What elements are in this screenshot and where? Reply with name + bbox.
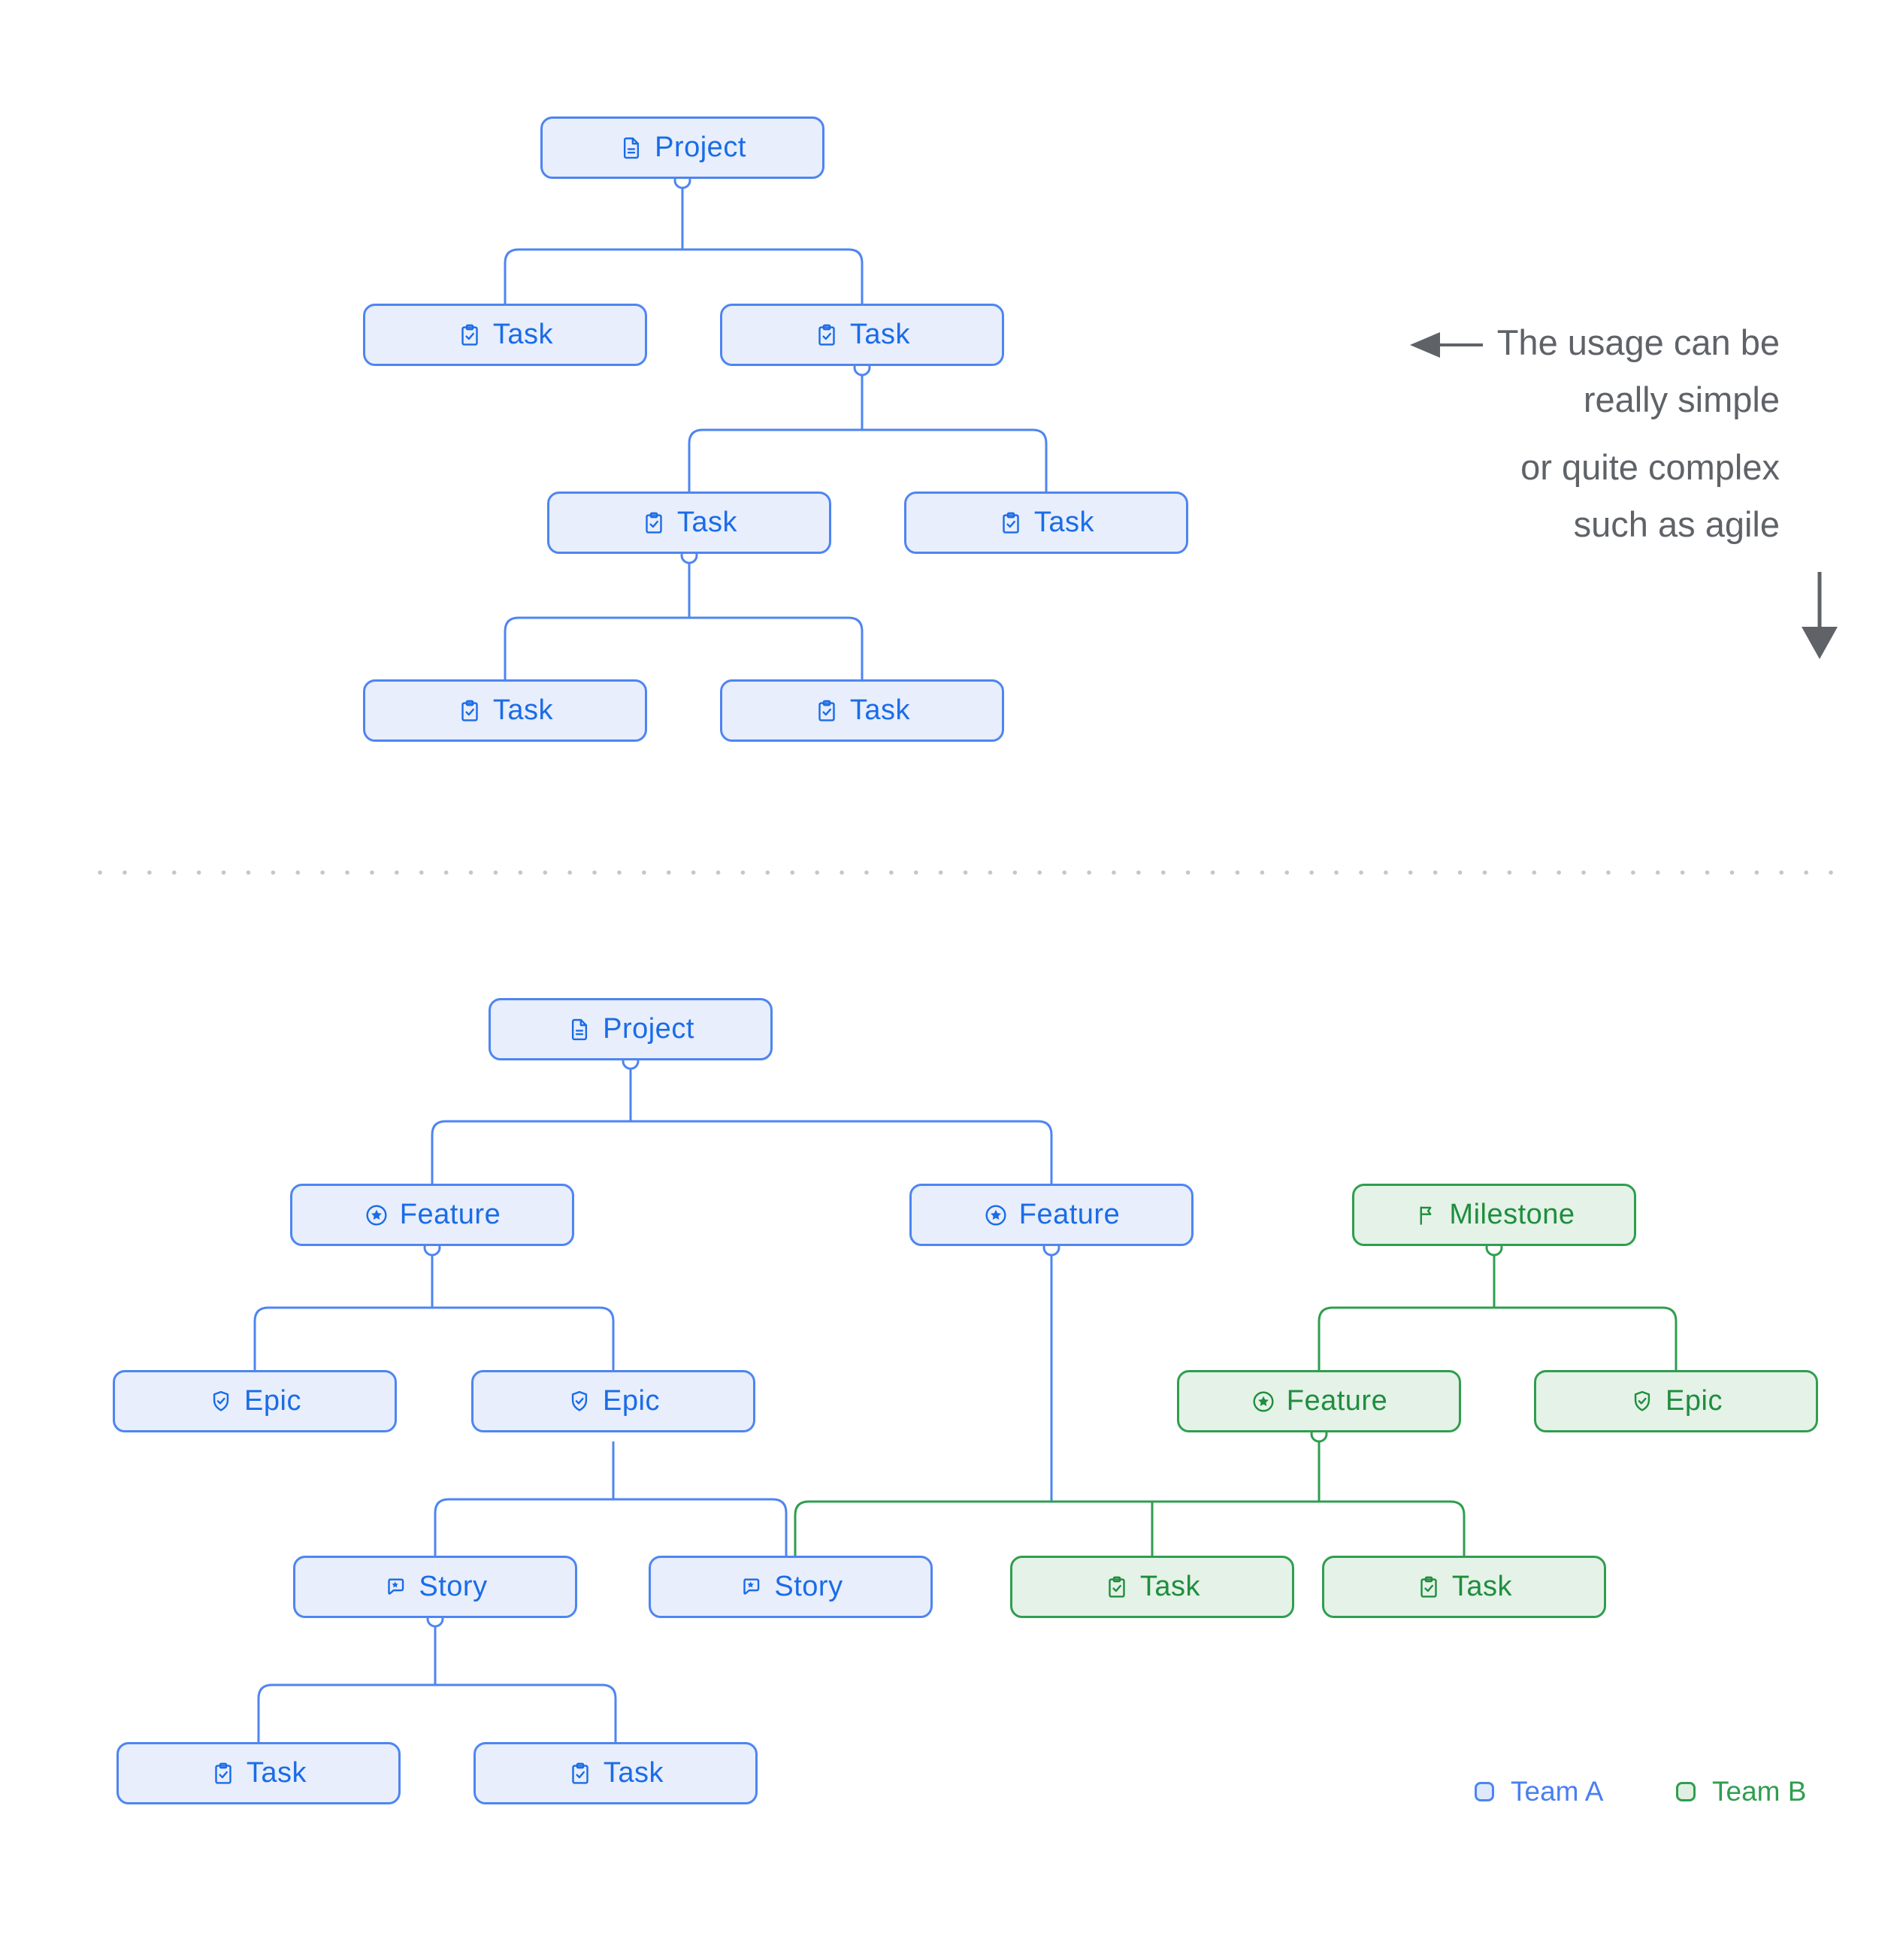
node-label: Epic xyxy=(1666,1385,1723,1417)
star-circle-icon xyxy=(983,1202,1009,1228)
node-label: Task xyxy=(1139,1571,1201,1602)
clipboard-check-icon xyxy=(1416,1574,1442,1600)
node-label: Task xyxy=(603,1757,664,1789)
clipboard-check-icon xyxy=(457,322,483,348)
feature-node: Feature xyxy=(290,1184,574,1246)
node-label: Task xyxy=(1451,1571,1513,1602)
node-label: Task xyxy=(849,319,911,350)
simple-task-node: Task xyxy=(720,304,1004,366)
team-a-swatch xyxy=(1475,1782,1494,1801)
node-label: Task xyxy=(676,507,738,538)
node-label: Task xyxy=(1033,507,1095,538)
down-arrow-icon xyxy=(1802,572,1838,659)
clipboard-check-icon xyxy=(814,322,840,348)
star-circle-icon xyxy=(1251,1389,1276,1414)
story-node: Story xyxy=(649,1556,933,1618)
document-icon xyxy=(567,1017,592,1042)
milestone-node: Milestone xyxy=(1352,1184,1636,1246)
simple-task-node: Task xyxy=(363,679,647,742)
simple-task-node: Task xyxy=(363,304,647,366)
epic-node: Epic xyxy=(113,1370,397,1432)
clipboard-check-icon xyxy=(1104,1574,1130,1600)
star-circle-icon xyxy=(364,1202,389,1228)
simple-task-node: Task xyxy=(904,492,1188,554)
chat-star-icon xyxy=(738,1574,764,1600)
node-label: Milestone xyxy=(1449,1199,1575,1230)
node-label: Feature xyxy=(1018,1199,1121,1230)
team-b-task-node: Task xyxy=(1010,1556,1294,1618)
simple-task-node: Task xyxy=(720,679,1004,742)
shield-check-icon xyxy=(1629,1389,1655,1414)
agile-tree-blue-connectors xyxy=(253,1069,1053,1742)
node-label: Epic xyxy=(244,1385,301,1417)
node-label: Project xyxy=(655,132,746,163)
simple-project-node: Project xyxy=(540,116,824,179)
simple-task-node: Task xyxy=(547,492,831,554)
clipboard-check-icon xyxy=(814,698,840,724)
clipboard-check-icon xyxy=(567,1761,593,1786)
agile-project-node: Project xyxy=(489,998,773,1060)
node-label: Task xyxy=(849,694,911,726)
story-node: Story xyxy=(293,1556,577,1618)
task-node: Task xyxy=(473,1742,758,1804)
node-label: Task xyxy=(246,1757,307,1789)
shield-check-icon xyxy=(567,1389,592,1414)
team-b-epic-node: Epic xyxy=(1534,1370,1818,1432)
agile-tree-green-connectors xyxy=(794,1255,1678,1556)
clipboard-check-icon xyxy=(998,510,1024,536)
node-label: Task xyxy=(492,694,554,726)
team-b-feature-node: Feature xyxy=(1177,1370,1461,1432)
clipboard-check-icon xyxy=(210,1761,236,1786)
chat-star-icon xyxy=(383,1574,408,1600)
team-a-label: Team A xyxy=(1511,1776,1604,1807)
document-icon xyxy=(619,135,644,161)
legend-item-team-b: Team B xyxy=(1676,1775,1806,1808)
node-label: Task xyxy=(492,319,554,350)
feature-node: Feature xyxy=(909,1184,1194,1246)
shield-check-icon xyxy=(208,1389,234,1414)
node-label: Project xyxy=(603,1013,694,1045)
node-label: Epic xyxy=(603,1385,660,1417)
clipboard-check-icon xyxy=(457,698,483,724)
team-b-swatch xyxy=(1676,1782,1696,1801)
flag-icon xyxy=(1413,1202,1439,1228)
team-b-task-node: Task xyxy=(1322,1556,1606,1618)
legend-item-team-a: Team A xyxy=(1475,1775,1603,1808)
left-arrow-icon xyxy=(1410,332,1483,358)
node-label: Feature xyxy=(399,1199,501,1230)
node-label: Story xyxy=(419,1571,488,1602)
epic-node: Epic xyxy=(471,1370,755,1432)
task-node: Task xyxy=(116,1742,401,1804)
node-label: Feature xyxy=(1286,1385,1388,1417)
simple-tree-connectors xyxy=(504,188,1048,679)
team-b-label: Team B xyxy=(1712,1776,1807,1807)
clipboard-check-icon xyxy=(641,510,667,536)
node-label: Story xyxy=(774,1571,843,1602)
